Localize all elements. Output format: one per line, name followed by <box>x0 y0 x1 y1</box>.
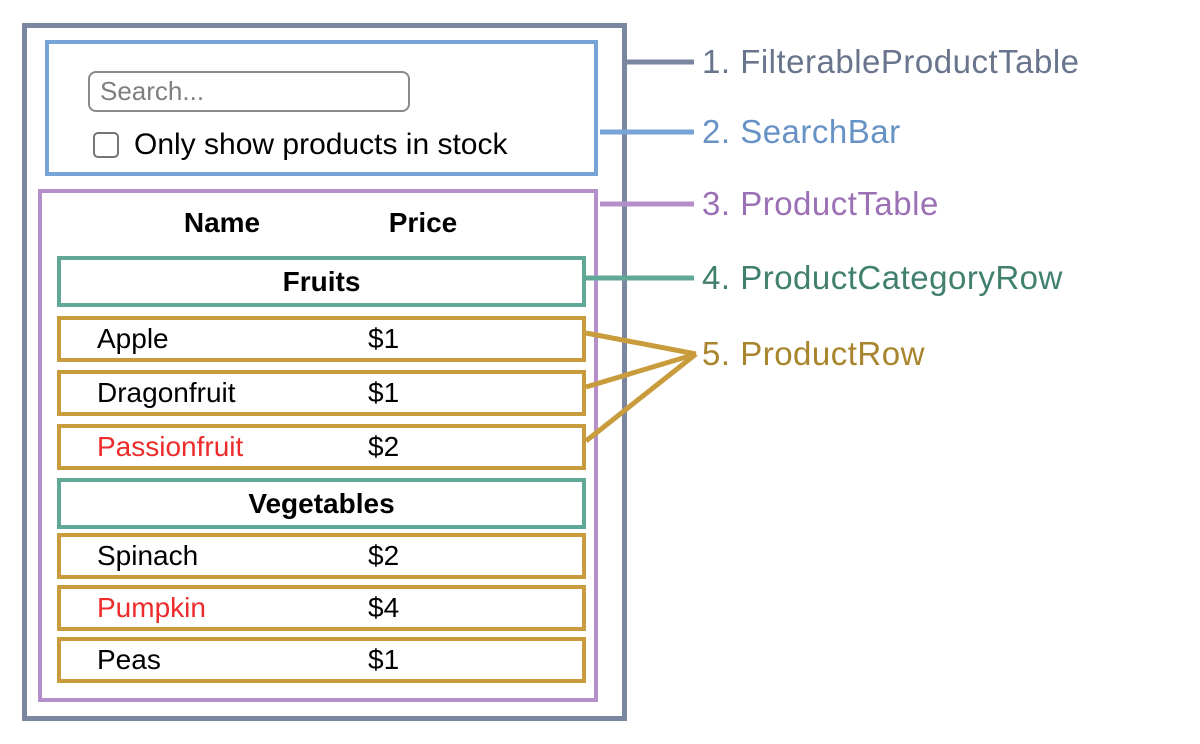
product-price: $2 <box>368 540 400 571</box>
in-stock-checkbox[interactable] <box>93 132 119 158</box>
search-input[interactable] <box>88 71 410 112</box>
product-name: Passionfruit <box>97 431 244 462</box>
product-name: Peas <box>97 644 161 675</box>
in-stock-checkbox-label: Only show products in stock <box>134 128 508 161</box>
product-row-dragonfruit: Dragonfruit $1 <box>57 370 586 416</box>
category-row-vegetables: Vegetables <box>57 478 586 529</box>
product-price: $4 <box>368 592 400 623</box>
product-row-pumpkin: Pumpkin $4 <box>57 585 586 631</box>
in-stock-filter-row: Only show products in stock <box>93 128 508 162</box>
search-bar-box: Only show products in stock <box>45 40 598 176</box>
product-row-passionfruit: Passionfruit $2 <box>57 424 586 470</box>
category-label: Fruits <box>282 265 361 297</box>
column-header-name: Name <box>183 207 261 238</box>
product-row-apple: Apple $1 <box>57 316 586 362</box>
product-row-spinach: Spinach $2 <box>57 533 586 579</box>
product-name: Dragonfruit <box>97 377 236 408</box>
product-name: Pumpkin <box>97 592 206 623</box>
product-name: Apple <box>97 323 169 354</box>
legend-product-row: 5. ProductRow <box>702 335 925 372</box>
category-row-fruits: Fruits <box>57 256 586 307</box>
legend-product-category-row: 4. ProductCategoryRow <box>702 259 1063 296</box>
legend-product-table: 3. ProductTable <box>702 185 939 222</box>
product-name: Spinach <box>97 540 199 571</box>
product-row-peas: Peas $1 <box>57 637 586 683</box>
category-label: Vegetables <box>248 487 395 519</box>
product-price: $1 <box>368 644 400 675</box>
product-price: $2 <box>368 431 400 462</box>
table-header-row: Name Price <box>42 205 594 245</box>
column-header-price: Price <box>388 207 458 238</box>
legend-search-bar: 2. SearchBar <box>702 113 901 150</box>
product-price: $1 <box>368 323 400 354</box>
product-price: $1 <box>368 377 400 408</box>
product-table-box: Name Price Fruits Apple $1 Dragonfruit $… <box>38 189 598 702</box>
legend-filterable-product-table: 1. FilterableProductTable <box>702 43 1080 80</box>
